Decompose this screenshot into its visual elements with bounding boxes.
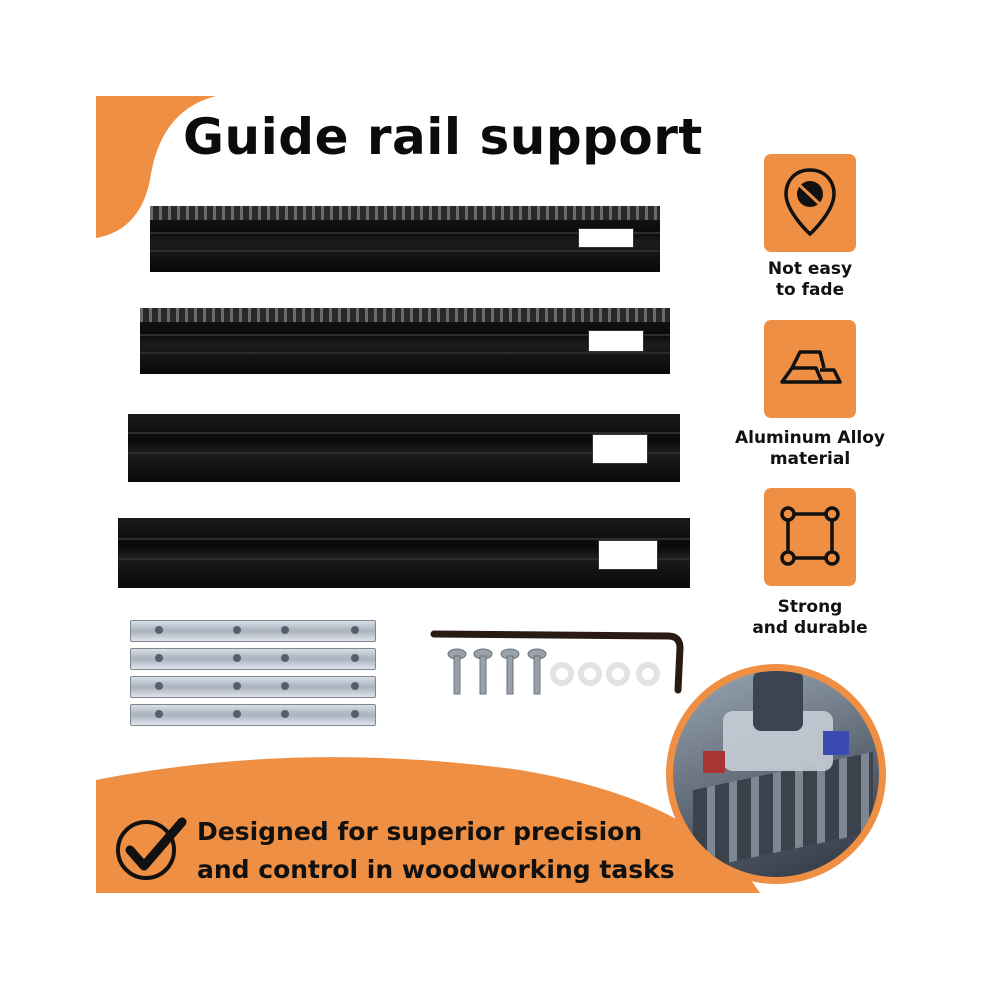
guide-rail-4 <box>118 518 690 588</box>
connector-plate <box>130 648 376 670</box>
guide-rail-1 <box>150 206 660 272</box>
guide-rail-2 <box>140 308 670 374</box>
aluminum-bars-icon <box>780 350 842 384</box>
square-frame-icon <box>780 506 840 566</box>
hardware-screws-washers-hex-key <box>430 630 684 695</box>
feature-tile-strong-durable <box>764 488 856 586</box>
no-fade-icon <box>784 168 836 237</box>
bottom-tagline-line2: and control in woodworking tasks <box>197 855 675 884</box>
connector-plate <box>130 704 376 726</box>
feature-tile-not-easy-to-fade <box>764 154 856 252</box>
router-photo <box>673 671 879 877</box>
page-title: Guide rail support <box>183 108 703 166</box>
check-icon <box>116 817 187 880</box>
connector-plates <box>130 620 376 726</box>
feature-tile-aluminum-alloy <box>764 320 856 418</box>
guide-rail-3 <box>128 414 680 482</box>
connector-plate <box>130 676 376 698</box>
connector-plate <box>130 620 376 642</box>
router-photo-ring <box>666 664 886 884</box>
bottom-tagline-line1: Designed for superior precision <box>197 817 643 846</box>
